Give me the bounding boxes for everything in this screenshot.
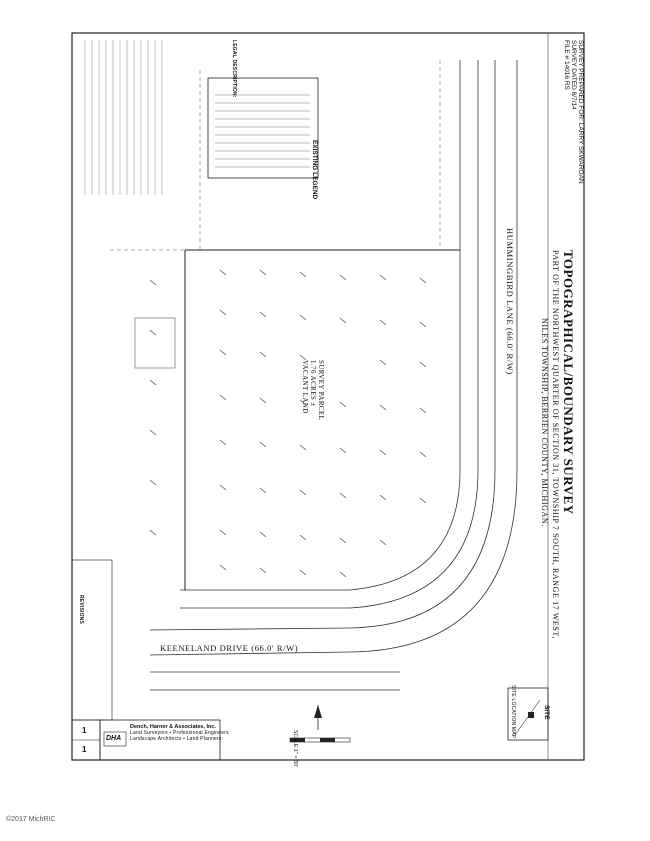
keeneland-drive-lines <box>150 671 400 691</box>
legal-description-heading: LEGAL DESCRIPTION: <box>231 40 237 98</box>
title-township: NILES TOWNSHIP, BERRIEN COUNTY, MICHIGAN… <box>540 318 549 527</box>
site-location-map <box>507 687 549 741</box>
firm-tagline-2: Landscape Architects • Land Planners <box>130 736 222 742</box>
survey-prepared-for: SURVEY PREPARED FOR: LARRY SKWAROAN <box>577 40 584 184</box>
firm-tagline-1: Land Surveyors • Professional Engineers <box>130 730 229 736</box>
legend-box <box>207 77 319 179</box>
page-title: TOPOGRAPHICAL/BOUNDARY SURVEY <box>561 250 576 515</box>
legend-heading: EXISTING LEGEND <box>311 140 318 200</box>
dha-logo-text: DHA <box>106 735 122 742</box>
scale-label: SCALE 1" = 30' <box>292 730 298 768</box>
road-label-keeneland: KEENELAND DRIVE (66.0' R/W) <box>160 643 299 653</box>
copyright-footer: ©2017 MichRIC <box>6 816 56 823</box>
parcel-label-name: SURVEY PARCEL <box>317 360 325 421</box>
scale-bar <box>289 737 351 743</box>
parcel-label-use: VACANT LAND <box>301 360 309 414</box>
site-map-caption: SITE LOCATION MAP <box>510 685 516 739</box>
legend-rows <box>215 94 310 168</box>
survey-date: SURVEY DATED 8/7/14 <box>570 40 577 110</box>
hummingbird-lane-lines <box>149 60 518 656</box>
parcel-label-area: 1.76 ACRES ± <box>309 360 317 407</box>
revisions-label: REVISIONS <box>78 595 84 625</box>
easement-lines <box>110 60 441 251</box>
sheet-of: 1 <box>82 745 87 754</box>
general-notes <box>84 40 163 195</box>
file-number: FILE # 14016 RS <box>563 40 570 90</box>
sheet-number: 1 <box>82 726 87 735</box>
road-label-hummingbird: HUMMINGBIRD LANE (66.0' R/W) <box>505 228 515 375</box>
spot-elevations <box>149 269 427 578</box>
revisions-block <box>71 559 113 721</box>
sheet-border <box>71 32 585 761</box>
site-label: SITE <box>543 705 550 720</box>
benchmark-table <box>134 317 176 369</box>
firm-name: Dench, Harner & Associates, Inc. <box>130 724 216 730</box>
parcel-boundary <box>184 249 460 590</box>
dha-logo-icon <box>103 731 127 747</box>
north-arrow-icon <box>314 705 322 730</box>
title-location: PART OF THE NORTHWEST QUARTER OF SECTION… <box>551 250 560 639</box>
site-marker <box>528 712 534 718</box>
